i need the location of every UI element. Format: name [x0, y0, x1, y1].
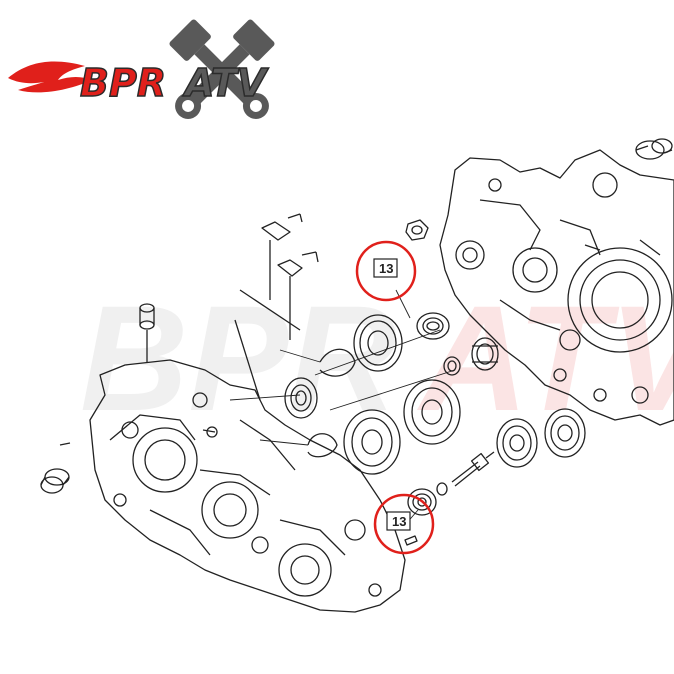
bearing-13-lower [407, 488, 437, 516]
svg-text:ATV: ATV [416, 274, 674, 442]
small-pin [404, 535, 418, 546]
callout-circle [373, 493, 435, 555]
logo-text-bpr: BPR [80, 61, 166, 105]
crankcase-diagram [40, 138, 674, 613]
bpratv-logo: BPR ATV [8, 19, 275, 119]
callout-label-lower: 13 [392, 514, 406, 529]
circlip-b [307, 433, 338, 458]
callout-label-upper: 13 [379, 261, 393, 276]
bearing-large-c [403, 379, 461, 445]
bearing-f [544, 408, 586, 458]
callout-circle [355, 240, 417, 302]
left-bushing-part [40, 468, 70, 494]
needle-bearing [471, 337, 499, 371]
flame-swoosh-icon [8, 61, 92, 93]
bearing-large-a [353, 314, 403, 372]
right-crankcase-half [439, 149, 674, 426]
bushing-part [635, 138, 673, 160]
crossed-pistons-icon [169, 19, 275, 119]
nut-top [405, 219, 429, 241]
left-crankcase-half [89, 359, 406, 613]
bolt-plate-group [234, 213, 319, 401]
leader-lines [229, 289, 456, 526]
bearing-13-upper [416, 312, 450, 340]
shift-shaft-part [451, 451, 495, 487]
callout-lower: 13 [373, 493, 435, 555]
bearing-large-d [343, 409, 401, 475]
bearing-medium-b [284, 377, 318, 419]
watermark: BPR ATV [80, 274, 674, 442]
logo-text-atv: ATV [182, 61, 269, 105]
svg-text:BPR: BPR [80, 274, 397, 442]
callout-box [373, 258, 398, 278]
bearing-e [496, 418, 538, 468]
o-ring [436, 482, 448, 496]
circlip-a [319, 348, 356, 377]
dowel-pin-part [139, 303, 155, 362]
callout-box [386, 511, 411, 531]
callout-upper: 13 [355, 240, 417, 302]
